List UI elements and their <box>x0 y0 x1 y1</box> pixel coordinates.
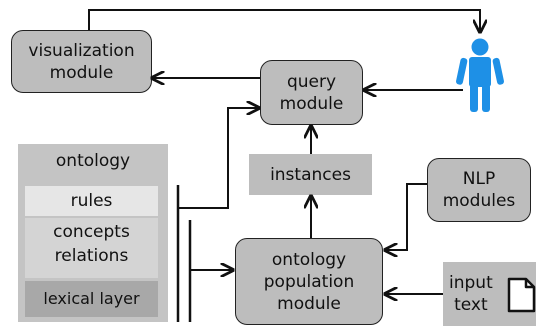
ontology-title: ontology <box>55 151 131 171</box>
visualization-module-node: visualization module <box>11 30 152 93</box>
query-module-node: query module <box>260 60 363 125</box>
concepts-relations-label: concepts relations <box>53 222 130 266</box>
document-icon <box>507 277 536 313</box>
edge-ontology-to-query <box>178 108 259 209</box>
lexical-layer-label: lexical layer <box>43 289 140 308</box>
edge-nlp-to-population <box>385 183 427 250</box>
instances-node: instances <box>249 154 372 195</box>
user-icon <box>456 38 504 112</box>
ontology-population-module-node: ontology population module <box>235 238 383 325</box>
nlp-modules-node: NLP modules <box>427 158 531 222</box>
edge-visualization-to-user <box>88 9 480 32</box>
rules-label: rules <box>70 191 113 211</box>
concepts-relations-layer <box>25 218 158 278</box>
rules-layer <box>25 186 158 216</box>
lexical-layer <box>25 281 158 317</box>
